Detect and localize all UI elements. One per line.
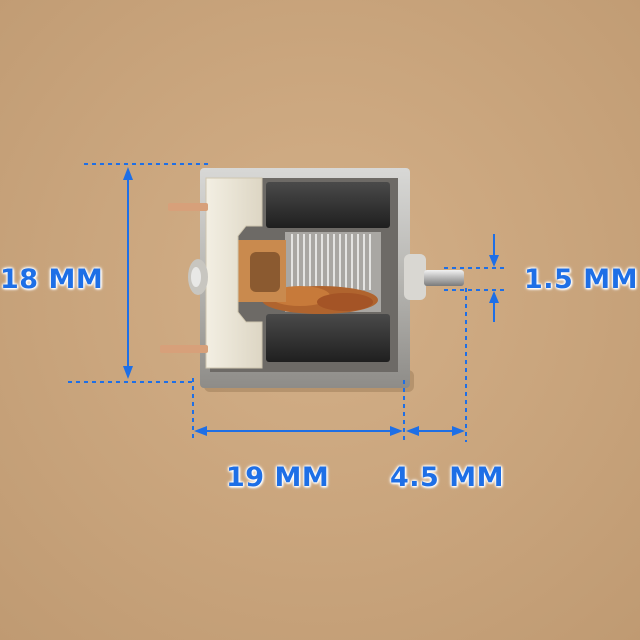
motor — [160, 168, 464, 392]
height-dimension-label: 18 MM — [0, 264, 104, 295]
terminal-top — [168, 203, 208, 211]
magnet-bottom — [266, 314, 390, 362]
dimension-lines — [68, 163, 508, 442]
plastic-end-cap — [205, 177, 263, 369]
motor-shaft — [424, 270, 464, 286]
terminal-bottom — [160, 345, 208, 353]
magnet-top — [266, 182, 390, 228]
shaft-length-label: 4.5 MM — [390, 462, 504, 493]
body-length-label: 19 MM — [226, 462, 330, 493]
shaft-diameter-label: 1.5 MM — [524, 264, 638, 295]
